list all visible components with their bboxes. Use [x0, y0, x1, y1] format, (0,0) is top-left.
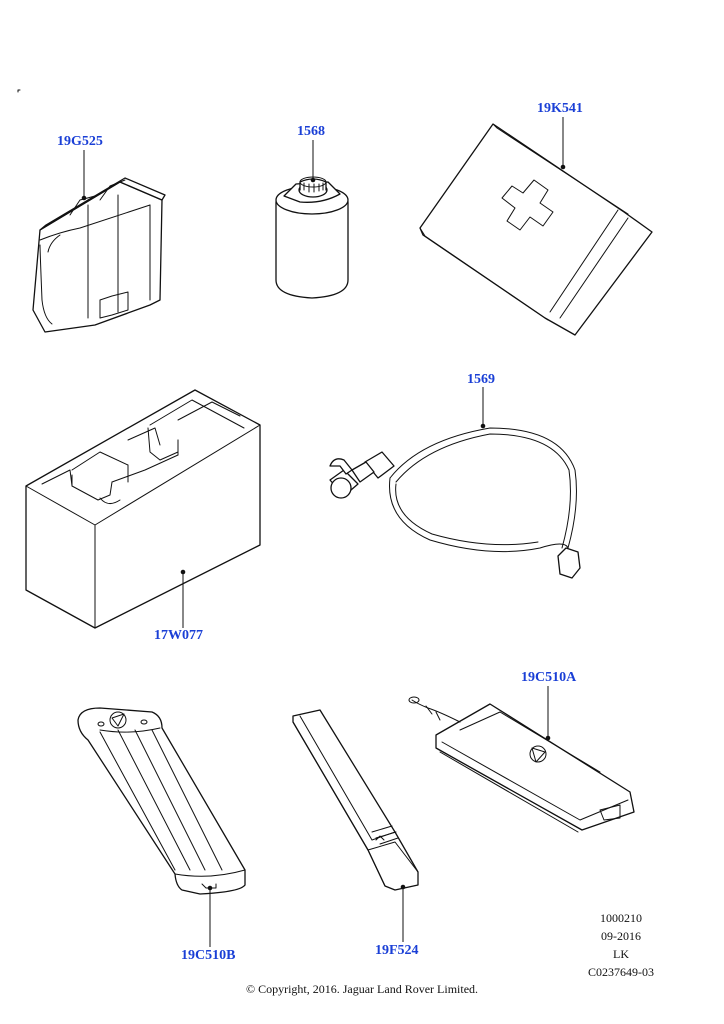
reference-number: 1000210: [600, 911, 642, 925]
corner-mark: [17, 89, 21, 93]
reference-block: 1000210 09-2016 LK C0237649-03: [588, 909, 654, 981]
part-label-19C510B[interactable]: 19C510B: [181, 948, 236, 963]
sealant-bottle-drawing: [275, 176, 349, 299]
compressor-case-drawing: [77, 707, 246, 895]
first-aid-kit-drawing: [419, 123, 653, 336]
foam-insert-drawing: [25, 389, 261, 629]
part-label-19C510A[interactable]: 19C510A: [521, 670, 577, 685]
part-label-19F524[interactable]: 19F524: [375, 943, 419, 958]
toolkit-case-drawing: [32, 177, 166, 333]
reference-date: 09-2016: [601, 929, 641, 943]
inflator-hose-drawing: [329, 427, 581, 579]
reference-initials: LK: [613, 947, 629, 961]
part-label-19K541[interactable]: 19K541: [537, 101, 583, 116]
part-label-19G525[interactable]: 19G525: [57, 134, 103, 149]
part-label-1568[interactable]: 1568: [297, 124, 325, 139]
tow-bar-drawing: [292, 709, 419, 891]
copyright-notice: © Copyright, 2016. Jaguar Land Rover Lim…: [245, 982, 479, 996]
part-label-17W077[interactable]: 17W077: [154, 628, 203, 643]
part-label-1569[interactable]: 1569: [467, 372, 495, 387]
compressor-unit-drawing: [408, 696, 635, 833]
reference-code: C0237649-03: [588, 965, 654, 979]
